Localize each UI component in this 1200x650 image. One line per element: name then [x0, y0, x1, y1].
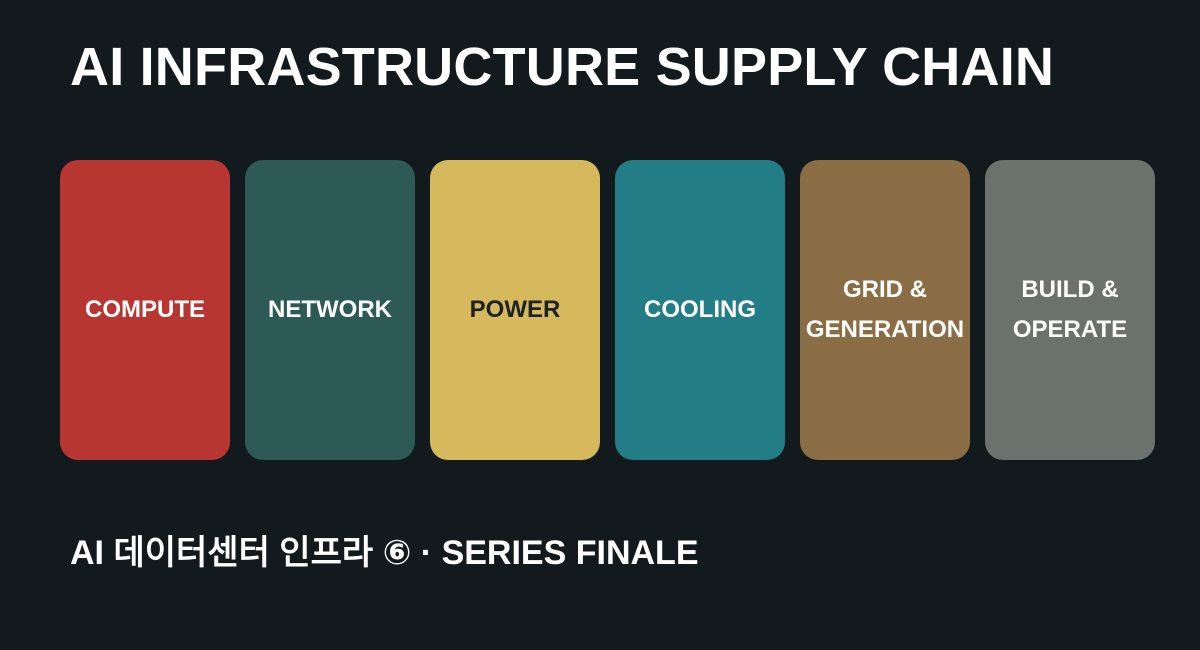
card-power: POWER [430, 160, 600, 460]
card-label-power: POWER [469, 296, 561, 323]
series-subtitle: AI 데이터센터 인프라 ⑥ · SERIES FINALE [70, 534, 699, 572]
supply-chain-cards: COMPUTE NETWORK POWER COOLING GRID & GEN… [60, 160, 1155, 460]
card-compute: COMPUTE [60, 160, 230, 460]
card-network: NETWORK [245, 160, 415, 460]
card-label-grid-generation: GRID & GENERATION [805, 276, 965, 343]
page-title: AI INFRASTRUCTURE SUPPLY CHAIN [70, 37, 1055, 97]
card-label-network: NETWORK [268, 296, 392, 323]
card-grid-generation: GRID & GENERATION [800, 160, 970, 460]
card-label-compute: COMPUTE [85, 296, 205, 323]
card-label-cooling: COOLING [644, 296, 756, 323]
card-cooling: COOLING [615, 160, 785, 460]
card-label-build-operate: BUILD & OPERATE [1012, 276, 1128, 343]
card-build-operate: BUILD & OPERATE [985, 160, 1155, 460]
